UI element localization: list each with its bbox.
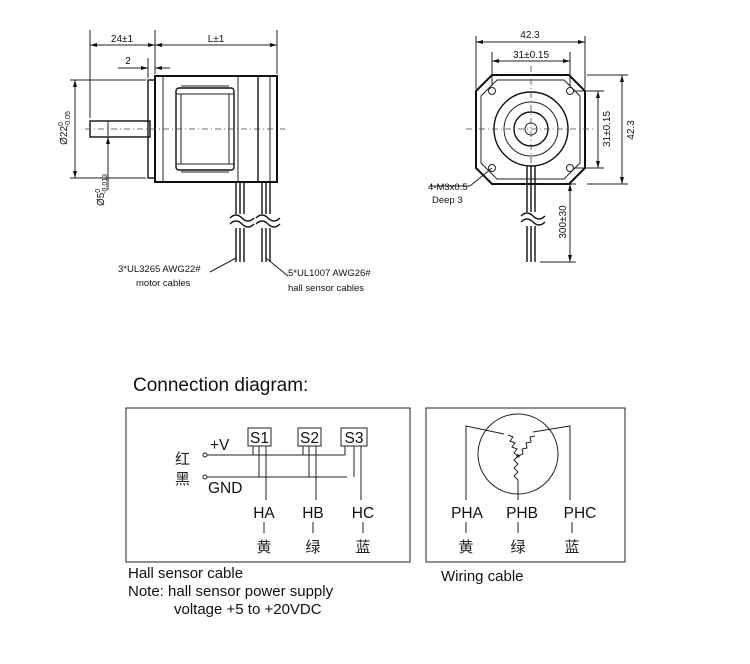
motor-cable-label: motor cables bbox=[136, 278, 191, 289]
phase-a: PHA bbox=[451, 505, 484, 522]
wiring-frame bbox=[425, 407, 626, 563]
svg-text:S2: S2 bbox=[300, 430, 319, 447]
dim-hole-spacing-vertical: 31±0.15 bbox=[602, 111, 613, 148]
hole-depth: Deep 3 bbox=[432, 195, 463, 206]
output-hc-color: 蓝 bbox=[355, 538, 370, 556]
connection-title: Connection diagram: bbox=[133, 375, 308, 396]
hall-cable-label: hall sensor cables bbox=[288, 283, 364, 294]
wiring-caption: Wiring cable bbox=[441, 568, 524, 585]
dim-flange: 2 bbox=[125, 56, 131, 67]
dim-cable-length: 300±30 bbox=[558, 205, 569, 239]
output-hc: HC bbox=[352, 505, 374, 522]
phase-b-color: 绿 bbox=[510, 538, 525, 556]
side-view: 24±1 L±1 2 Ø220-0.05 Ø50-0.013 bbox=[58, 30, 371, 294]
dim-pilot-dia: Ø50-0.013 bbox=[95, 174, 109, 206]
dim-width: 42.3 bbox=[520, 30, 540, 41]
vplus-label: +V bbox=[210, 437, 230, 454]
wiring-diagram: PHA PHB PHC 黄 绿 蓝 bbox=[425, 407, 626, 563]
dim-shaft-length: 24±1 bbox=[111, 34, 134, 45]
dim-height: 42.3 bbox=[626, 120, 637, 140]
dim-body-length: L±1 bbox=[208, 34, 225, 45]
front-view: 42.3 31±0.15 31±0.15 42.3 bbox=[428, 30, 637, 263]
dim-shaft-dia: Ø220-0.05 bbox=[58, 111, 72, 145]
red-wire-label: 红 bbox=[175, 450, 190, 468]
mount-hole bbox=[566, 87, 574, 95]
mount-hole bbox=[488, 164, 496, 172]
hall-frame bbox=[125, 407, 411, 563]
motor-cable-spec: 3*UL3265 AWG22# bbox=[118, 264, 201, 275]
output-hb: HB bbox=[302, 505, 324, 522]
phase-c: PHC bbox=[564, 505, 597, 522]
dim-hole-spacing: 31±0.15 bbox=[513, 50, 550, 61]
hall-note-line2: voltage +5 to +20VDC bbox=[174, 601, 322, 618]
gnd-label: GND bbox=[208, 480, 242, 497]
phase-c-color: 蓝 bbox=[564, 538, 579, 556]
mount-hole bbox=[566, 164, 574, 172]
phase-a-color: 黄 bbox=[458, 538, 473, 556]
phase-b: PHB bbox=[506, 505, 538, 522]
hole-spec: 4-M3x0.5 bbox=[428, 182, 468, 193]
hall-cables bbox=[255, 182, 281, 262]
output-ha-color: 黄 bbox=[256, 538, 271, 556]
output-ha: HA bbox=[253, 505, 275, 522]
svg-text:S3: S3 bbox=[345, 430, 364, 447]
hall-note-line1: Note: hall sensor power supply bbox=[128, 583, 334, 600]
black-wire-label: 黑 bbox=[175, 470, 190, 488]
svg-text:S1: S1 bbox=[250, 430, 269, 447]
hall-caption: Hall sensor cable bbox=[128, 565, 243, 582]
hall-sensor-diagram: 红 黑 +V GND S1 S2 S3 HA HB HC 黄 绿 蓝 bbox=[125, 407, 411, 563]
motor-cables bbox=[229, 182, 255, 262]
output-hb-color: 绿 bbox=[305, 538, 320, 556]
mount-hole bbox=[488, 87, 496, 95]
hall-cable-spec: 5*UL1007 AWG26# bbox=[288, 268, 371, 279]
